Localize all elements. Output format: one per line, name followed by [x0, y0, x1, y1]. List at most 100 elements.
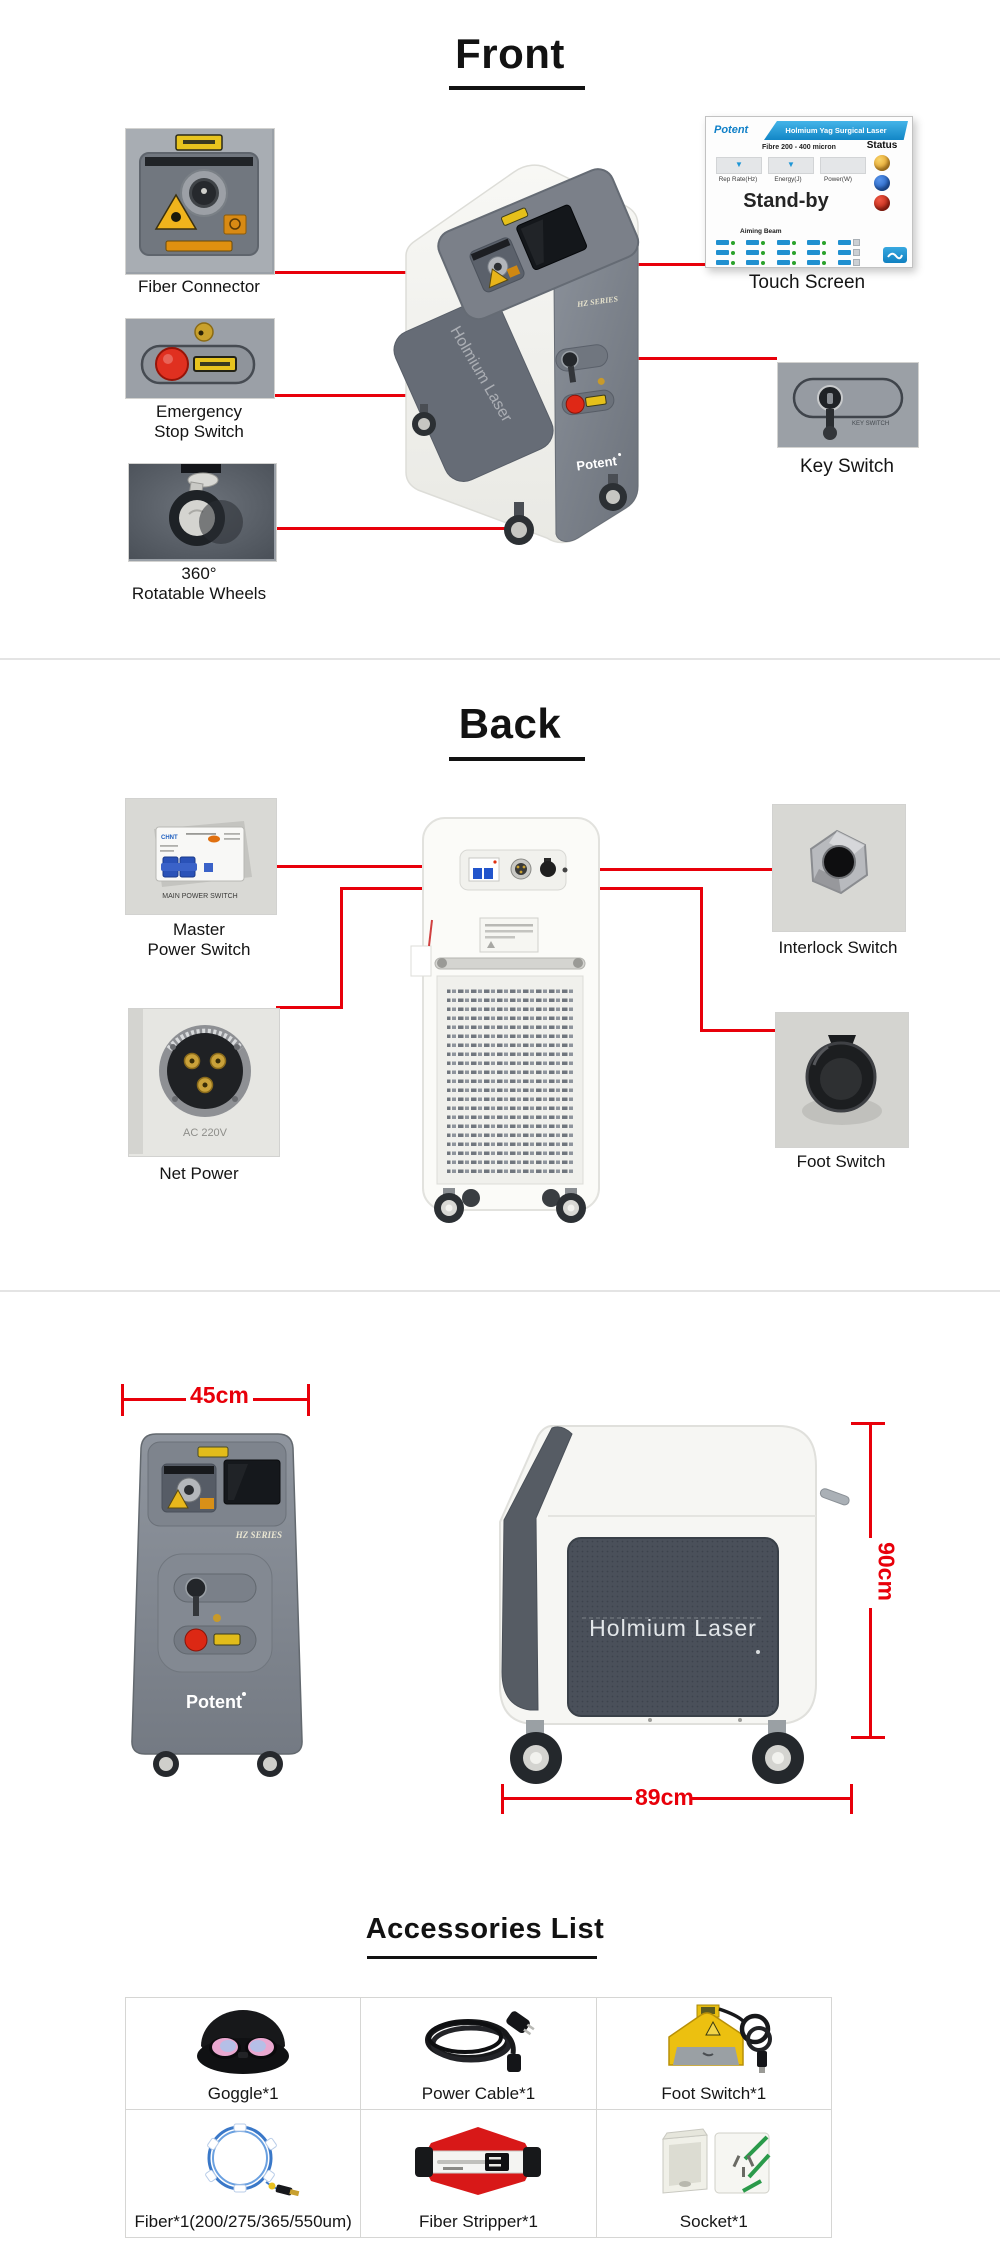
- machine-front-controls: HZ SERIES Potent: [555, 294, 622, 474]
- back-title: Back: [458, 700, 562, 747]
- dim-90-tick-top: [851, 1422, 885, 1425]
- interlock-photo: [772, 804, 906, 932]
- accessory-label: Power Cable*1: [421, 2084, 536, 2103]
- callout-line-interlock: [566, 868, 772, 871]
- emergency-label: [213, 1633, 241, 1646]
- accessory-fiber: Fiber*1(200/275/365/550um): [126, 2110, 362, 2238]
- status-label: Status: [866, 140, 898, 151]
- brand-logo: Potent: [576, 453, 619, 474]
- machine-side-view: Holmium Laser: [499, 1425, 850, 1784]
- emergency-stop-photo: [125, 318, 275, 399]
- pedal-connector: [756, 2051, 767, 2067]
- side-panel-text: Holmium Laser: [589, 1615, 757, 1641]
- callout-line-wheel: [273, 527, 520, 530]
- emergency-stop-label: Emergency Stop Switch: [154, 402, 244, 442]
- socket-image: [649, 2110, 779, 2212]
- status-light-emit: [874, 195, 890, 211]
- pedal-plate: [672, 2047, 739, 2065]
- stripper-clamp-left: [415, 2147, 434, 2177]
- callout-line-net-h2: [276, 1006, 343, 1009]
- key-switch-photo: KEY SWITCH: [777, 362, 919, 448]
- key-switch-label: Key Switch: [800, 456, 894, 477]
- foot-switch-image: [649, 1998, 779, 2084]
- machine-screen: [516, 204, 587, 271]
- net-power-photo-text: AC 220V: [183, 1127, 228, 1139]
- accessory-socket: Socket*1: [596, 2110, 832, 2238]
- machine-casters: [153, 1751, 283, 1777]
- fiber-connector-tip: [275, 2184, 293, 2196]
- callout-line-foot-v2: [700, 887, 703, 1032]
- callout-line-key: [597, 357, 777, 360]
- fiber-stripper-image: [413, 2110, 543, 2212]
- accessory-power-cable: Power Cable*1: [361, 1998, 597, 2110]
- back-title-underline: [449, 757, 585, 761]
- master-power-photo: CHNT MAIN POWER SWITCH: [125, 798, 277, 915]
- callout-line-screen: [601, 263, 705, 266]
- section-divider-1: [0, 658, 1000, 660]
- small-orange-label: [200, 1498, 214, 1509]
- accessory-label: Fiber Stripper*1: [418, 2212, 539, 2231]
- energy-dropdown: ▼: [768, 157, 814, 174]
- aiming-beam-label: Aiming Beam: [740, 228, 782, 235]
- interlock-port: [562, 867, 568, 873]
- net-power-photo: AC 220V: [128, 1008, 280, 1157]
- emergency-button: [155, 347, 189, 381]
- emergency-button: [565, 394, 585, 414]
- accessory-fiber-stripper: Fiber Stripper*1: [361, 2110, 597, 2238]
- accessory-label: Fiber*1(200/275/365/550um): [134, 2212, 352, 2231]
- accessory-label: Socket*1: [679, 2212, 748, 2231]
- small-orange-label: [506, 265, 521, 278]
- master-photo-text: MAIN POWER SWITCH: [162, 893, 237, 900]
- accessory-foot-switch: Foot Switch*1: [596, 1998, 832, 2110]
- machine-top-deck: [437, 168, 640, 321]
- status-light-ready: [874, 175, 890, 191]
- standby-mode-text: Stand-by: [743, 190, 829, 212]
- dim-90-tick-bottom: [851, 1736, 885, 1739]
- laser-hazard-icon: [167, 1488, 189, 1509]
- machine-back-view: [410, 817, 600, 1223]
- foot-switch-port: [540, 861, 556, 877]
- key-switch: [185, 1577, 207, 1599]
- stripper-gauge: [485, 2153, 510, 2171]
- machine-front-view: HZ SERIES Potent: [131, 1433, 303, 1777]
- back-casters: [434, 1188, 586, 1223]
- energy-param-label: Energy(J): [774, 176, 802, 183]
- breaker-brand: CHNT: [161, 835, 178, 841]
- power-param-label: Power(W): [824, 176, 852, 183]
- breaker-indicator: [208, 835, 220, 843]
- front-title: Front: [455, 30, 565, 77]
- screen-button-grid: [716, 239, 868, 266]
- net-power-label: Net Power: [159, 1164, 239, 1183]
- interlock-hole: [823, 846, 855, 878]
- screen-subtitle: Fibre 200 - 400 micron: [762, 144, 836, 151]
- hang-tag: [410, 945, 432, 977]
- indicator-dot: [597, 377, 605, 385]
- section-divider-2: [0, 1290, 1000, 1292]
- callout-line-fiber: [269, 271, 525, 274]
- power-socket: [167, 1033, 243, 1109]
- vent-grille: [447, 986, 573, 1176]
- callout-line-net-v2: [340, 887, 343, 1009]
- status-light-standby: [874, 155, 890, 171]
- power-cable-image: [413, 1998, 543, 2084]
- dim-89-line-a: [502, 1797, 632, 1800]
- key: [826, 409, 834, 431]
- cable-connector: [507, 2054, 522, 2072]
- laser-hazard-icon: [488, 268, 509, 289]
- accessories-grid: Goggle*1 Power Cable*1: [125, 1997, 832, 2238]
- touch-screen-photo: Potent Holmium Yag Surgical Laser Fibre …: [705, 116, 913, 268]
- power-plug: [506, 2011, 531, 2034]
- accessories-title: Accessories List: [365, 1913, 605, 1945]
- laser-warning-tag: [501, 207, 529, 226]
- screen-title: Holmium Yag Surgical Laser: [764, 121, 908, 140]
- fiber-image: [178, 2110, 308, 2212]
- front-edge-panel: [501, 1426, 573, 1711]
- brand-logo: Potent: [186, 1692, 242, 1712]
- rep-rate-param-label: Rep Rate(Hz): [718, 176, 758, 183]
- rep-rate-dropdown: ▼: [716, 157, 762, 174]
- warning-strip: [165, 240, 233, 252]
- stripper-clamp-right: [523, 2147, 542, 2177]
- emergency-button: [184, 1628, 208, 1652]
- dim-height-value: 90cm: [873, 1542, 900, 1601]
